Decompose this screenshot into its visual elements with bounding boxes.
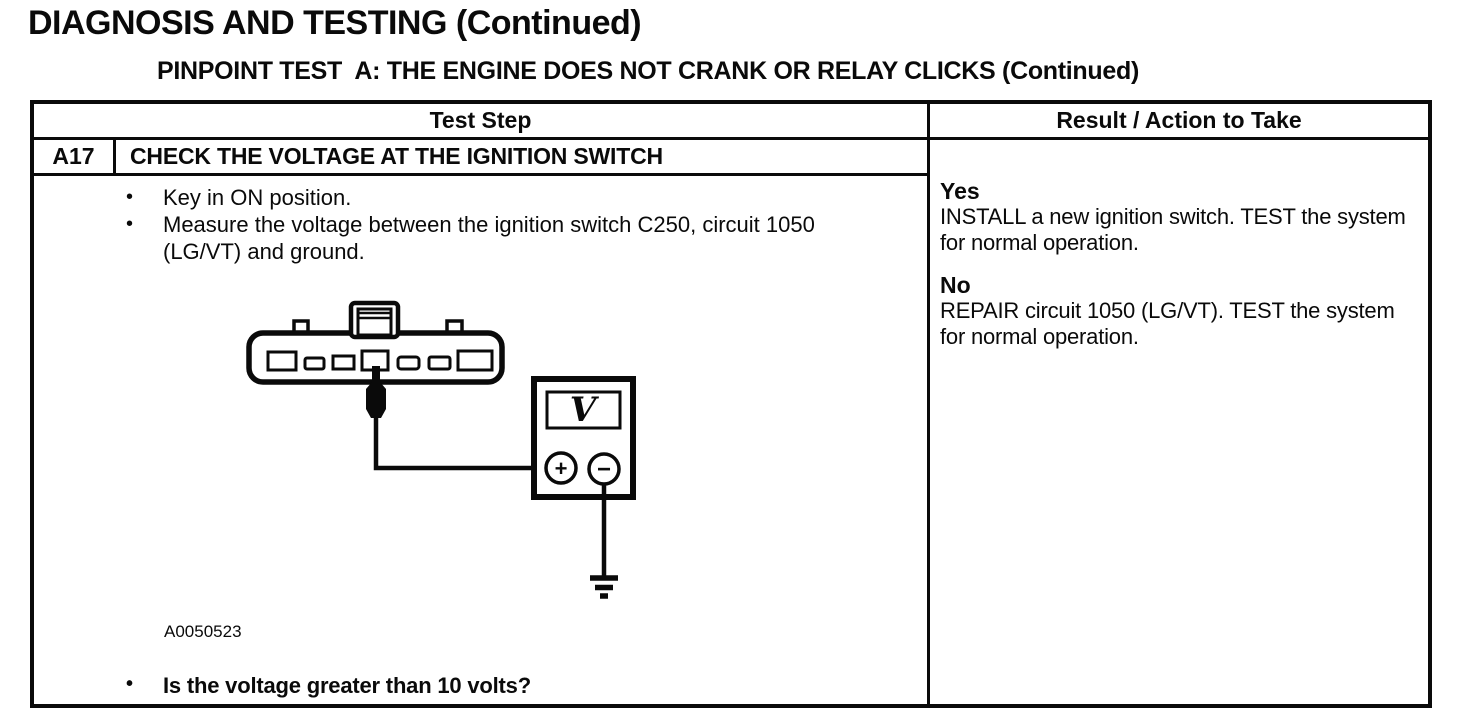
instruction-text: Measure the voltage between the ignition… <box>163 212 815 264</box>
step-title-row: A17 CHECK THE VOLTAGE AT THE IGNITION SW… <box>34 140 927 176</box>
bullet-icon: • <box>126 186 134 208</box>
result-yes-label: Yes <box>940 178 980 204</box>
voltmeter-display <box>545 390 622 430</box>
negative-terminal-sign: − <box>597 456 611 483</box>
step-instructions: • Key in ON position. • Measure the volt… <box>126 184 839 265</box>
instruction-text: Key in ON position. <box>163 185 352 210</box>
positive-terminal <box>544 451 578 485</box>
connector-slot <box>266 350 298 372</box>
result-block-no: No REPAIR circuit 1050 (LG/VT). TEST the… <box>940 272 1408 350</box>
result-action-cell: Yes INSTALL a new ignition switch. TEST … <box>930 140 1428 704</box>
voltmeter-display-label: V <box>570 390 600 430</box>
connector-slot <box>396 355 421 371</box>
column-header-test-step: Test Step <box>34 104 930 137</box>
voltage-test-diagram: V + − <box>246 300 636 599</box>
table-header-row: Test Step Result / Action to Take <box>34 104 1428 140</box>
list-item: • Measure the voltage between the igniti… <box>126 211 839 265</box>
test-lead-wire <box>373 416 536 471</box>
step-id: A17 <box>34 140 116 173</box>
result-yes-action: INSTALL a new ignition switch. TEST the … <box>940 204 1406 255</box>
bullet-icon: • <box>126 673 134 695</box>
question-text: Is the voltage greater than 10 volts? <box>163 673 531 698</box>
bullet-icon: • <box>126 213 134 235</box>
connector-slot <box>456 349 494 372</box>
pinpoint-test-table: Test Step Result / Action to Take A17 CH… <box>30 100 1432 708</box>
connector-latch-detail <box>359 311 390 320</box>
connector-slot <box>331 354 356 371</box>
figure-reference-number: A0050523 <box>164 622 242 641</box>
test-probe <box>366 366 386 418</box>
connector-slot <box>303 356 326 371</box>
list-item: • Key in ON position. <box>126 184 839 211</box>
table-body-row: A17 CHECK THE VOLTAGE AT THE IGNITION SW… <box>34 140 1428 704</box>
step-title: CHECK THE VOLTAGE AT THE IGNITION SWITCH <box>130 143 663 169</box>
result-no-label: No <box>940 272 971 298</box>
page-title: DIAGNOSIS AND TESTING (Continued) <box>28 4 642 42</box>
result-block-yes: Yes INSTALL a new ignition switch. TEST … <box>940 178 1408 256</box>
ground-symbol <box>590 575 618 599</box>
positive-terminal-sign: + <box>555 456 568 481</box>
result-no-action: REPAIR circuit 1050 (LG/VT). TEST the sy… <box>940 298 1395 349</box>
step-question: • Is the voltage greater than 10 volts? <box>126 673 531 699</box>
column-header-result-action: Result / Action to Take <box>1056 107 1302 133</box>
test-step-cell: A17 CHECK THE VOLTAGE AT THE IGNITION SW… <box>34 140 930 704</box>
connector-slot <box>427 355 452 371</box>
pinpoint-test-title: PINPOINT TEST A: THE ENGINE DOES NOT CRA… <box>157 57 1139 85</box>
